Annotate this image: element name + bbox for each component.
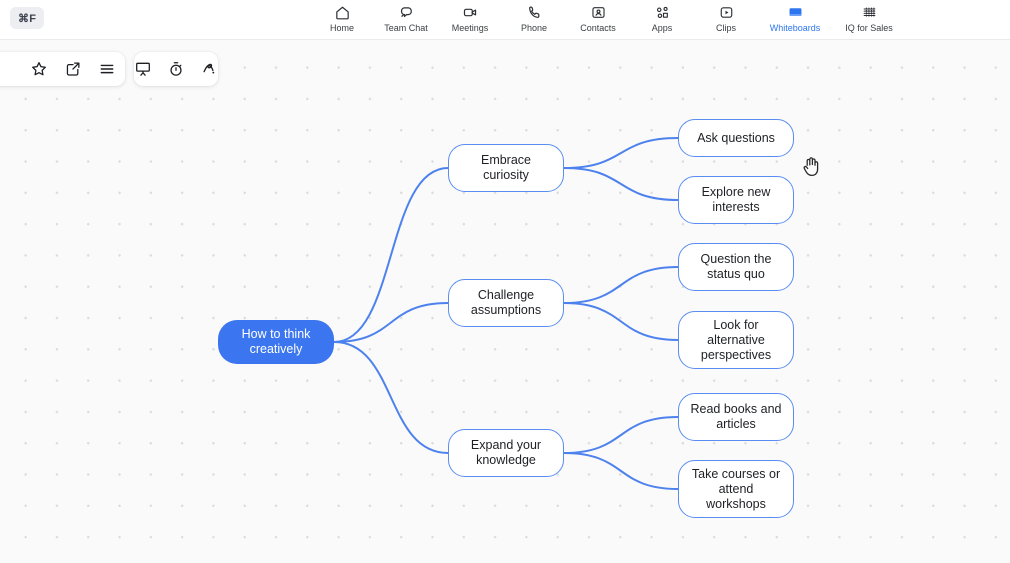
apps-icon: [654, 4, 671, 21]
search-shortcut-chip[interactable]: ⌘F: [10, 7, 45, 29]
mindmap-edge: [563, 266, 679, 304]
nav-item-home[interactable]: Home: [310, 0, 374, 40]
nav-item-label: Team Chat: [384, 23, 428, 33]
node-label: Ask questions: [697, 130, 775, 145]
menu-button[interactable]: [97, 59, 117, 79]
squiggle-laser-icon: [200, 60, 218, 78]
iq-sales-icon: [861, 4, 878, 21]
mindmap-edge: [563, 167, 679, 201]
nav-item-list: Home Team Chat Meetings Phone Contacts Apps Cl…: [310, 0, 906, 40]
top-navigation-bar: ⌘F Home Team Chat Meetings Phone Contacts App…: [0, 0, 1010, 40]
chat-bubbles-icon: [398, 4, 415, 21]
nav-item-label: Meetings: [451, 23, 489, 33]
favorite-star-button[interactable]: [29, 59, 49, 79]
clips-play-icon: [718, 4, 735, 21]
nav-item-clips[interactable]: Clips: [694, 0, 758, 40]
nav-item-iq-for-sales[interactable]: IQ for Sales: [832, 0, 906, 40]
nav-item-team-chat[interactable]: Team Chat: [374, 0, 438, 40]
nav-item-meetings[interactable]: Meetings: [438, 0, 502, 40]
video-camera-icon: [462, 4, 479, 21]
nav-item-apps[interactable]: Apps: [630, 0, 694, 40]
nav-item-label: Contacts: [580, 23, 616, 33]
mindmap-edge: [563, 137, 679, 169]
mindmap-edge: [333, 302, 449, 343]
star-icon: [30, 60, 48, 78]
nav-item-contacts[interactable]: Contacts: [566, 0, 630, 40]
home-icon: [334, 4, 351, 21]
mindmap-edge: [563, 452, 679, 490]
nav-item-whiteboards[interactable]: Whiteboards: [758, 0, 832, 40]
contact-card-icon: [590, 4, 607, 21]
nav-item-label: Clips: [715, 23, 736, 33]
share-button[interactable]: [63, 59, 83, 79]
mindmap-connectors: [333, 137, 679, 490]
whiteboard-toolbar-left: [0, 52, 125, 86]
mindmap-edge: [563, 302, 679, 341]
presentation-screen-icon: [134, 60, 152, 78]
whiteboard-icon: [787, 4, 804, 21]
nav-item-phone[interactable]: Phone: [502, 0, 566, 40]
mindmap-edge: [563, 416, 679, 454]
whiteboard-toolbar-right: [134, 52, 218, 86]
nav-item-label: Phone: [520, 23, 548, 33]
nav-item-label: IQ for Sales: [845, 23, 893, 33]
stopwatch-icon: [167, 60, 185, 78]
nav-item-label: Whiteboards: [769, 23, 821, 33]
laser-pointer-button[interactable]: [199, 59, 218, 79]
mindmap-edge: [333, 167, 449, 343]
nav-item-label: Home: [329, 23, 354, 33]
nav-item-label: Apps: [651, 23, 673, 33]
present-button[interactable]: [134, 59, 153, 79]
share-export-icon: [64, 60, 82, 78]
mindmap-edge: [333, 341, 449, 454]
mindmap-leaf-node-ask-questions[interactable]: Ask questions: [678, 119, 794, 157]
phone-icon: [526, 4, 543, 21]
hamburger-menu-icon: [98, 60, 116, 78]
timer-button[interactable]: [167, 59, 186, 79]
